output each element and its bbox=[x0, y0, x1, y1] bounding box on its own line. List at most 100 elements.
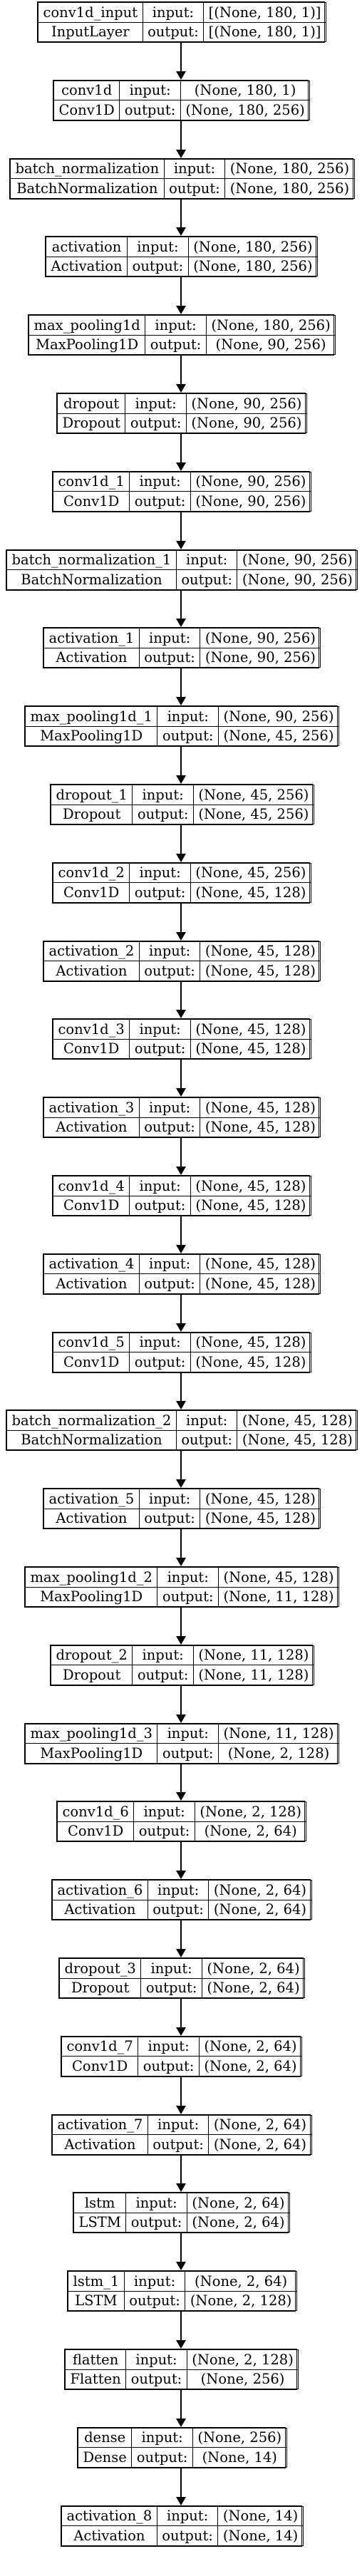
arrow-down-icon bbox=[176, 227, 186, 237]
input-shape: (None, 2, 128) bbox=[194, 1801, 307, 1822]
output-label: output: bbox=[133, 1821, 195, 1842]
output-label: output: bbox=[129, 1352, 191, 1372]
output-label: output: bbox=[138, 1117, 201, 1138]
layer-type: MaxPooling1D bbox=[24, 1743, 158, 1764]
output-label: output: bbox=[138, 1273, 201, 1294]
input-label: input: bbox=[157, 1723, 219, 1744]
edge-line bbox=[180, 120, 182, 150]
output-shape: (None, 180, 256) bbox=[187, 256, 319, 277]
output-label: output: bbox=[147, 2134, 210, 2155]
output-label: output: bbox=[175, 1429, 238, 1451]
input-shape: (None, 256) bbox=[192, 2427, 287, 2448]
edge-line bbox=[180, 1842, 182, 1872]
output-shape: (None, 2, 64) bbox=[208, 2134, 312, 2155]
input-label: input: bbox=[131, 2427, 193, 2448]
layer-type: Conv1D bbox=[52, 491, 130, 512]
arrow-down-icon bbox=[176, 1792, 186, 1801]
arrow-down-icon bbox=[176, 1871, 186, 1880]
layer-name: dropout_1 bbox=[50, 785, 133, 805]
layer-type: Activation bbox=[45, 256, 128, 277]
edge-line bbox=[180, 825, 182, 854]
edge-line bbox=[180, 1685, 182, 1715]
edge-line bbox=[180, 199, 182, 229]
edge-line bbox=[180, 2155, 182, 2185]
layer-type: Activation bbox=[43, 961, 140, 981]
layer-type: Dropout bbox=[50, 804, 133, 824]
layer-type: Conv1D bbox=[52, 1352, 130, 1372]
edge-line bbox=[180, 43, 182, 72]
layer-name: activation_2 bbox=[43, 941, 140, 962]
layer-name: lstm bbox=[73, 2193, 127, 2213]
layer-name: dense bbox=[77, 2427, 133, 2448]
output-shape: (None, 180, 256) bbox=[180, 100, 311, 120]
output-label: output: bbox=[138, 961, 201, 981]
input-label: input: bbox=[129, 1019, 191, 1040]
arrow-down-icon bbox=[176, 149, 186, 158]
output-label: output: bbox=[138, 1508, 201, 1529]
edge-line bbox=[180, 1920, 182, 1950]
arrow-down-icon bbox=[176, 2340, 186, 2349]
edge-line bbox=[180, 2233, 182, 2263]
output-label: output: bbox=[125, 2369, 187, 2389]
arrow-down-icon bbox=[176, 1401, 186, 1410]
output-shape: (None, 14) bbox=[217, 2525, 304, 2546]
output-label: output: bbox=[129, 1038, 191, 1060]
output-label: output: bbox=[138, 2056, 200, 2076]
arrow-down-icon bbox=[176, 2027, 186, 2036]
layer-type: Dropout bbox=[50, 1665, 133, 1685]
layer-name: activation bbox=[45, 237, 128, 257]
layer-name: max_pooling1d_2 bbox=[24, 1567, 158, 1588]
arrow-down-icon bbox=[176, 1244, 186, 1253]
output-label: output: bbox=[157, 1743, 219, 1764]
arrow-down-icon bbox=[176, 1323, 186, 1332]
input-shape: (None, 180, 256) bbox=[187, 237, 319, 257]
layer-name: conv1d_7 bbox=[61, 2036, 139, 2057]
output-label: output: bbox=[157, 725, 219, 747]
output-label: output: bbox=[123, 2290, 186, 2312]
input-shape: (None, 90, 256) bbox=[185, 393, 307, 414]
layer-name: max_pooling1d_1 bbox=[24, 706, 158, 727]
input-label: input: bbox=[133, 1801, 195, 1822]
edge-line bbox=[180, 1294, 182, 1324]
input-label: input: bbox=[175, 549, 238, 571]
output-shape: (None, 256) bbox=[186, 2369, 299, 2389]
input-shape: (None, 45, 128) bbox=[190, 1332, 311, 1353]
edge-line bbox=[180, 903, 182, 933]
arrow-down-icon bbox=[176, 853, 186, 862]
arrow-down-icon bbox=[176, 1714, 186, 1723]
arrow-down-icon bbox=[176, 1635, 186, 1645]
edge-line bbox=[180, 1372, 182, 1402]
output-label: output: bbox=[140, 1977, 202, 1998]
layer-type: Activation bbox=[43, 1508, 140, 1529]
edge-line bbox=[180, 1451, 182, 1481]
layer-name: activation_1 bbox=[43, 628, 140, 648]
input-label: input: bbox=[147, 2114, 210, 2136]
layer-name: dropout_3 bbox=[58, 1958, 142, 1979]
layer-type: BatchNormalization bbox=[6, 569, 177, 590]
input-shape: (None, 45, 128) bbox=[217, 1567, 339, 1588]
edge-line bbox=[180, 2076, 182, 2106]
layer-name: batch_normalization bbox=[10, 158, 165, 180]
output-shape: (None, 90, 256) bbox=[200, 647, 321, 668]
edge-line bbox=[180, 981, 182, 1011]
edge-line bbox=[180, 1138, 182, 1167]
layer-name: activation_4 bbox=[43, 1253, 140, 1275]
layer-name: conv1d_2 bbox=[52, 862, 130, 884]
output-shape: (None, 2, 64) bbox=[186, 2212, 291, 2233]
input-shape: (None, 45, 128) bbox=[200, 1489, 321, 1509]
input-shape: [(None, 180, 1)] bbox=[203, 2, 326, 23]
edge-line bbox=[180, 2468, 182, 2498]
layer-type: Dropout bbox=[58, 1977, 142, 1998]
input-label: input: bbox=[147, 1880, 210, 1900]
arrow-down-icon bbox=[176, 462, 186, 471]
input-label: input: bbox=[138, 2036, 200, 2057]
output-shape: (None, 180, 256) bbox=[224, 178, 355, 199]
